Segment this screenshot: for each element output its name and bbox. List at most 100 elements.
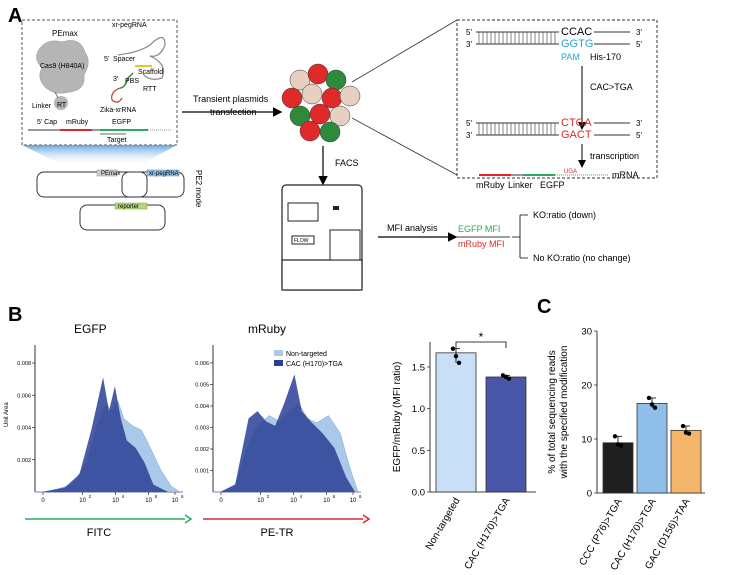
svg-text:5': 5' xyxy=(636,131,642,140)
data-point xyxy=(686,431,692,436)
mruby-xtick: 0 xyxy=(219,498,223,504)
target-label: Target xyxy=(107,137,127,144)
y-tick-label: 1.5 xyxy=(412,363,425,374)
egfp-xlabel: FITC xyxy=(87,527,111,539)
dna-original: 5' 3' CCAC GGTG 3' 5' PAM His-170 xyxy=(466,26,642,62)
svg-text:3': 3' xyxy=(636,119,642,128)
mruby-ytick: 0.006 xyxy=(195,361,209,367)
egfp-xtick: 10 xyxy=(112,498,119,504)
legend-edited: CAC (H170)>TGA xyxy=(286,361,343,368)
egfp-edited-area xyxy=(35,377,183,492)
bot-seq-orig: GGTG xyxy=(561,38,593,50)
mruby-ytick: 0.003 xyxy=(195,426,209,432)
no-ko-label: No KO:ratio (no change) xyxy=(533,253,631,263)
egfp-ylabel: Unit Area xyxy=(4,402,10,427)
mruby-xtick-exp: 4 xyxy=(300,494,303,499)
mruby-ytick: 0.005 xyxy=(195,383,209,389)
mruby-edited-area xyxy=(213,374,361,492)
bar xyxy=(485,376,527,493)
panel-label-a: A xyxy=(8,5,23,27)
ko-down-label: KO:ratio (down) xyxy=(533,210,596,220)
bar xyxy=(636,402,668,494)
pemax-label: PEmax xyxy=(52,29,78,38)
y-axis-label: % of total sequencing reads xyxy=(547,350,558,473)
spacer-label: Spacer xyxy=(113,56,136,63)
y-tick-label: 10 xyxy=(581,435,592,446)
pbs-label: PBS xyxy=(125,78,139,85)
significance-marker: * xyxy=(479,330,484,344)
significance-bracket xyxy=(455,341,507,348)
mruby-ytick: 0.002 xyxy=(195,447,209,453)
mruby-xtick: 10 xyxy=(350,498,357,504)
svg-text:5': 5' xyxy=(636,40,642,49)
egfp-xtick: 10 xyxy=(145,498,152,504)
svg-text:3': 3' xyxy=(636,28,642,37)
plasmid-pemax-label: PEmax xyxy=(101,171,120,177)
pam-label: PAM xyxy=(561,52,580,62)
data-point xyxy=(456,360,462,366)
machine-label: FLOW xyxy=(294,238,309,244)
bar xyxy=(670,429,702,494)
egfp-xtick: 10 xyxy=(172,498,179,504)
five-prime-label: 5' xyxy=(104,56,109,63)
mruby-xtick: 10 xyxy=(290,498,297,504)
bot-seq-edit: GACT xyxy=(561,129,592,141)
egfp-ytick: 0.004 xyxy=(17,426,31,432)
panel-label-c: C xyxy=(537,296,552,318)
three-prime-label: 3' xyxy=(113,76,118,83)
data-point xyxy=(453,353,459,359)
data-point xyxy=(652,405,658,410)
rtt-label: RTT xyxy=(143,86,157,93)
mruby-xtick: 10 xyxy=(257,498,264,504)
panel-label-b: B xyxy=(8,304,23,326)
legend-swatch-non-targeted xyxy=(274,350,283,356)
y-tick-label: 30 xyxy=(581,327,592,338)
mrna-egfp-label: EGFP xyxy=(540,180,565,190)
cell-cluster xyxy=(281,63,361,143)
transcription-label: transcription xyxy=(590,151,639,161)
data-point xyxy=(506,376,512,381)
data-point xyxy=(649,402,655,407)
dna-box xyxy=(456,19,658,179)
facs-label: FACS xyxy=(335,158,359,168)
data-point xyxy=(646,395,652,401)
mrna-label: mRNA xyxy=(612,170,639,180)
transfection-label-1: Transient plasmids xyxy=(193,94,269,104)
svg-text:3': 3' xyxy=(466,131,472,140)
mruby-xlabel: PE-TR xyxy=(261,527,294,539)
mrna-linker-label: Linker xyxy=(508,180,533,190)
xr-pegrna-label: xr-pegRNA xyxy=(112,22,147,29)
category-label: CAC (H170)>TGA xyxy=(463,496,513,572)
linker-label: Linker xyxy=(32,103,52,110)
egfp-ytick: 0.002 xyxy=(17,458,31,464)
edit-label: CAC>TGA xyxy=(590,82,633,92)
mruby-xtick-exp: 2 xyxy=(267,494,270,499)
legend-non-targeted: Non-targeted xyxy=(286,351,327,358)
egfp-xtick: 0 xyxy=(41,498,45,504)
svg-text:5': 5' xyxy=(466,119,472,128)
facs-machine: FLOW xyxy=(281,184,363,291)
mruby-xtick-exp: 6 xyxy=(333,494,336,499)
mruby-xtick-exp: 6 xyxy=(359,494,362,499)
y-tick-label: 1.0 xyxy=(412,404,425,415)
mruby-label: mRuby xyxy=(66,119,89,126)
y-tick-label: 0.0 xyxy=(412,488,425,499)
svg-text:5': 5' xyxy=(466,28,472,37)
egfp-xtick-exp: 6 xyxy=(181,494,184,499)
top-seq-edit: CTGA xyxy=(561,117,592,129)
cas9-label: Cas9 (H840A) xyxy=(40,63,84,70)
zika-label: Zika-xrRNA xyxy=(100,107,136,114)
bar xyxy=(602,442,634,494)
mruby-ytick: 0.004 xyxy=(195,404,209,410)
data-point xyxy=(450,346,456,351)
y-axis-label: with the specified modification xyxy=(559,346,570,480)
transfection-label-2: transfection xyxy=(210,107,257,117)
top-seq-orig: CCAC xyxy=(561,26,592,38)
egfp-xtick-exp: 4 xyxy=(122,494,125,499)
bar xyxy=(435,352,477,493)
cas9-blob xyxy=(36,40,89,94)
rt-blob xyxy=(54,96,68,110)
